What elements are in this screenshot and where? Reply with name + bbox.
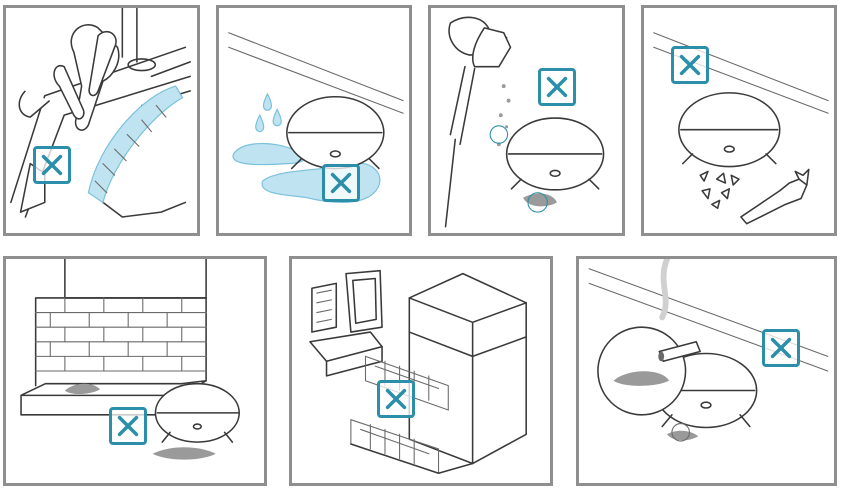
prohibited-cross-icon bbox=[762, 329, 800, 367]
dishwasher-illustration bbox=[309, 269, 527, 475]
prohibited-cross-icon bbox=[671, 46, 709, 84]
robot-vacuum bbox=[286, 95, 385, 170]
panel-dishwasher bbox=[289, 256, 553, 486]
fireplace-illustration bbox=[20, 259, 240, 460]
robot-vacuum bbox=[505, 117, 605, 191]
brush-roll bbox=[87, 85, 184, 204]
dishwasher bbox=[350, 272, 527, 475]
brick-wall bbox=[35, 297, 207, 372]
glass-shards bbox=[699, 170, 740, 210]
prohibited-cross-icon bbox=[377, 380, 415, 418]
prohibited-cross-icon bbox=[109, 407, 147, 445]
panel-brush-roll bbox=[3, 5, 200, 236]
prohibited-cross-icon bbox=[322, 164, 360, 202]
panel-sharp-objects bbox=[641, 5, 837, 236]
spray-illustration bbox=[444, 16, 605, 228]
cigarette-illustration bbox=[588, 259, 829, 442]
robot-vacuum bbox=[678, 92, 781, 168]
panel-cigarette-ash bbox=[576, 256, 837, 486]
dust-bin bbox=[309, 269, 383, 377]
panel-fireplace-ash bbox=[3, 256, 267, 486]
robot-vacuum bbox=[154, 382, 240, 443]
brush-roll-illustration bbox=[10, 8, 191, 218]
wet-floor-illustration bbox=[228, 32, 404, 203]
panel-wet-floor bbox=[216, 5, 412, 236]
magnifier-ash bbox=[597, 326, 701, 416]
water-drops-icon bbox=[255, 92, 282, 133]
prohibited-cross-icon bbox=[538, 68, 576, 106]
broken-glass-illustration bbox=[653, 32, 829, 225]
broken-bottle bbox=[740, 168, 810, 225]
panel-spray-near-robot bbox=[428, 5, 625, 236]
prohibited-cross-icon bbox=[33, 146, 71, 184]
